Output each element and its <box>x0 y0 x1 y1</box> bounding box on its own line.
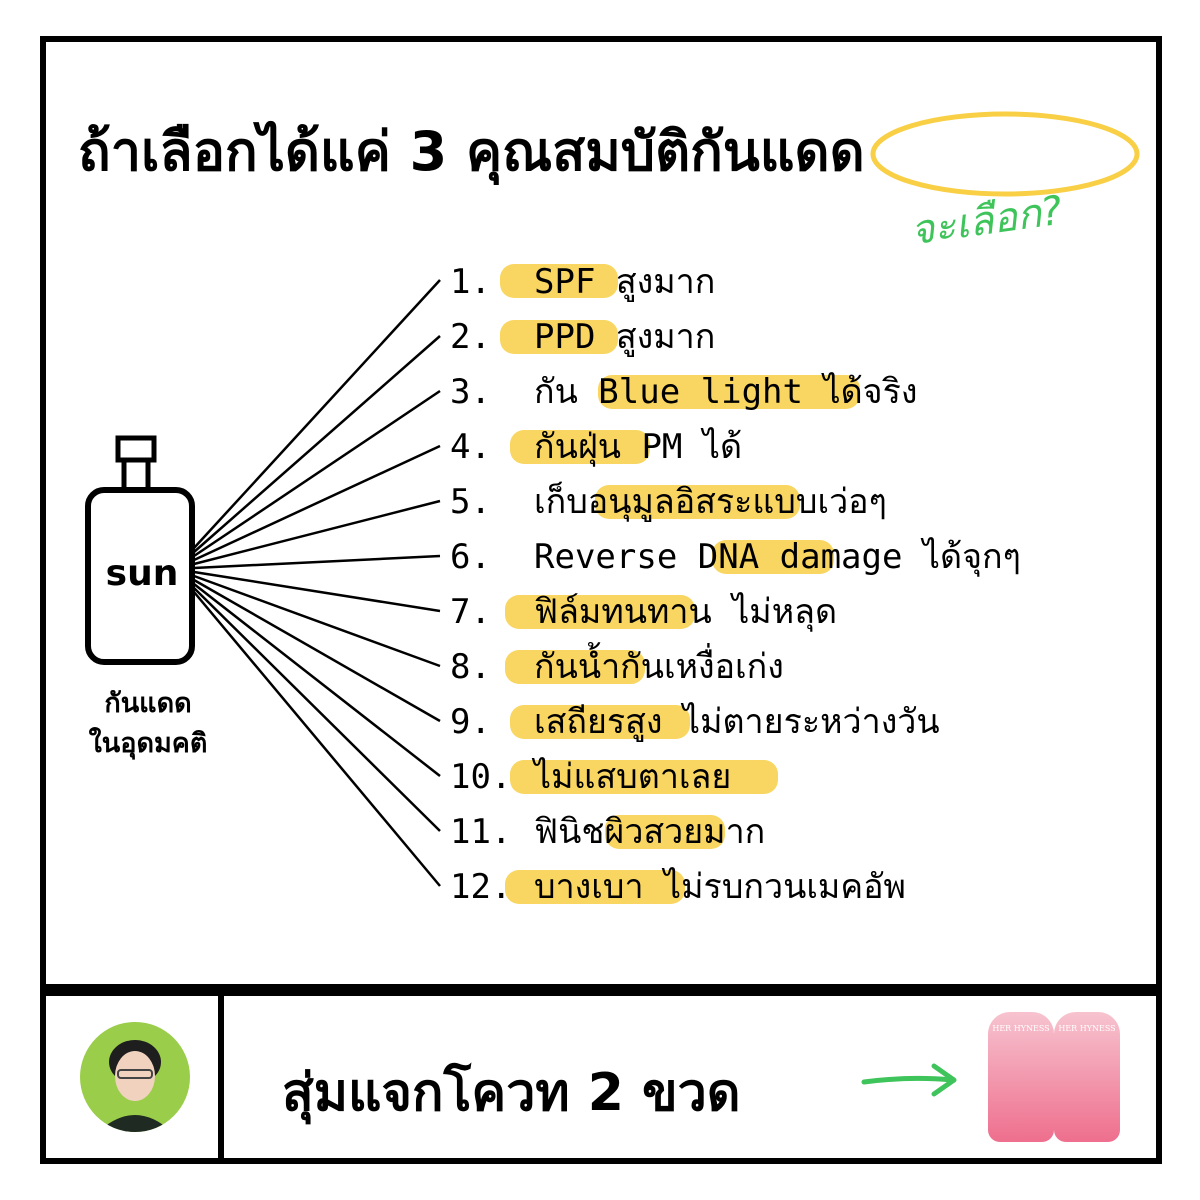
highlight-no-sting <box>510 760 778 794</box>
bottle-caption: กันแดด ในอุดมคติ <box>68 684 228 764</box>
item-text: เก็บอนุมูลอิสระแบบเว่อๆ <box>534 482 887 522</box>
page-title: ถ้าเลือกได้แค่ 3 คุณสมบัติกันแดด <box>78 120 865 183</box>
item-number: 8. <box>450 647 491 687</box>
item-number: 1. <box>450 262 491 302</box>
sunscreen-bottle-icon <box>85 435 195 665</box>
item-text: ฟิล์มทนทาน ไม่หลุด <box>534 592 838 632</box>
highlight-dna <box>712 540 834 574</box>
highlight-dust <box>510 430 650 464</box>
item-text: กันฝุ่น PM ได้ <box>534 427 743 467</box>
item-text: กันน้ำกันเหงื่อเก่ง <box>534 647 784 687</box>
item-text: กัน Blue light ได้จริง <box>534 372 918 412</box>
item-number: 5. <box>450 482 491 522</box>
main-panel <box>40 36 1162 990</box>
highlight-ppd <box>500 320 618 354</box>
item-number: 7. <box>450 592 491 632</box>
list-item: 6. Reverse DNA damage ได้จุกๆ <box>450 533 1021 581</box>
person-icon <box>98 1040 172 1132</box>
list-item: 10. ไม่แสบตาเลย <box>450 753 731 801</box>
giveaway-text: สุ่มแจกโควท 2 ขวด <box>282 1063 741 1123</box>
product-bottle-1: HER HYNESS <box>988 1012 1054 1142</box>
item-number: 2. <box>450 317 491 357</box>
product-label: HER HYNESS <box>992 1024 1050 1033</box>
bottle-caption-line2: ในอุดมคติ <box>88 728 208 759</box>
list-item: 7. ฟิล์มทนทาน ไม่หลุด <box>450 588 837 636</box>
list-item: 1. SPF สูงมาก <box>450 258 715 306</box>
list-item: 8. กันน้ำกันเหงื่อเก่ง <box>450 643 784 691</box>
list-item: 3. กัน Blue light ได้จริง <box>450 368 917 416</box>
item-number: 6. <box>450 537 491 577</box>
footer-panel <box>218 990 1162 1164</box>
product-label: HER HYNESS <box>1058 1024 1116 1033</box>
title-circle-scribble <box>870 111 1140 197</box>
list-item: 2. PPD สูงมาก <box>450 313 715 361</box>
item-text: ไม่แสบตาเลย <box>534 757 732 797</box>
item-number: 4. <box>450 427 491 467</box>
item-text: Reverse DNA damage ได้จุกๆ <box>534 537 1021 577</box>
product-bottle-2: HER HYNESS <box>1054 1012 1120 1142</box>
bottle-caption-line1: กันแดด <box>104 688 192 719</box>
item-number: 11. <box>450 812 512 852</box>
highlight-water <box>505 650 645 684</box>
highlight-film <box>505 595 695 629</box>
item-text: SPF สูงมาก <box>534 262 716 302</box>
item-text: เสถียรสูง ไม่ตายระหว่างวัน <box>534 702 940 742</box>
highlight-blue-light <box>598 375 860 409</box>
item-number: 9. <box>450 702 491 742</box>
list-item: 4. กันฝุ่น PM ได้ <box>450 423 742 471</box>
list-item: 11. ฟินิชผิวสวยมาก <box>450 808 765 856</box>
item-number: 10. <box>450 757 512 797</box>
highlight-antioxidant <box>595 485 800 519</box>
item-text: ฟินิชผิวสวยมาก <box>534 812 766 852</box>
bottle-label: sun <box>105 553 179 594</box>
highlight-light <box>505 870 685 904</box>
avatar <box>80 1022 190 1132</box>
highlight-finish <box>605 815 725 849</box>
item-number: 3. <box>450 372 491 412</box>
highlight-spf <box>500 264 618 298</box>
item-text: บางเบา ไม่รบกวนเมคอัพ <box>534 867 906 907</box>
item-text: PPD สูงมาก <box>534 317 716 357</box>
item-number: 12. <box>450 867 512 907</box>
list-item: 9. เสถียรสูง ไม่ตายระหว่างวัน <box>450 698 940 746</box>
list-item: 5. เก็บอนุมูลอิสระแบบเว่อๆ <box>450 478 887 526</box>
arrow-right-icon <box>861 1063 957 1097</box>
list-item: 12. บางเบา ไม่รบกวนเมคอัพ <box>450 863 906 911</box>
highlight-stable <box>510 705 690 739</box>
